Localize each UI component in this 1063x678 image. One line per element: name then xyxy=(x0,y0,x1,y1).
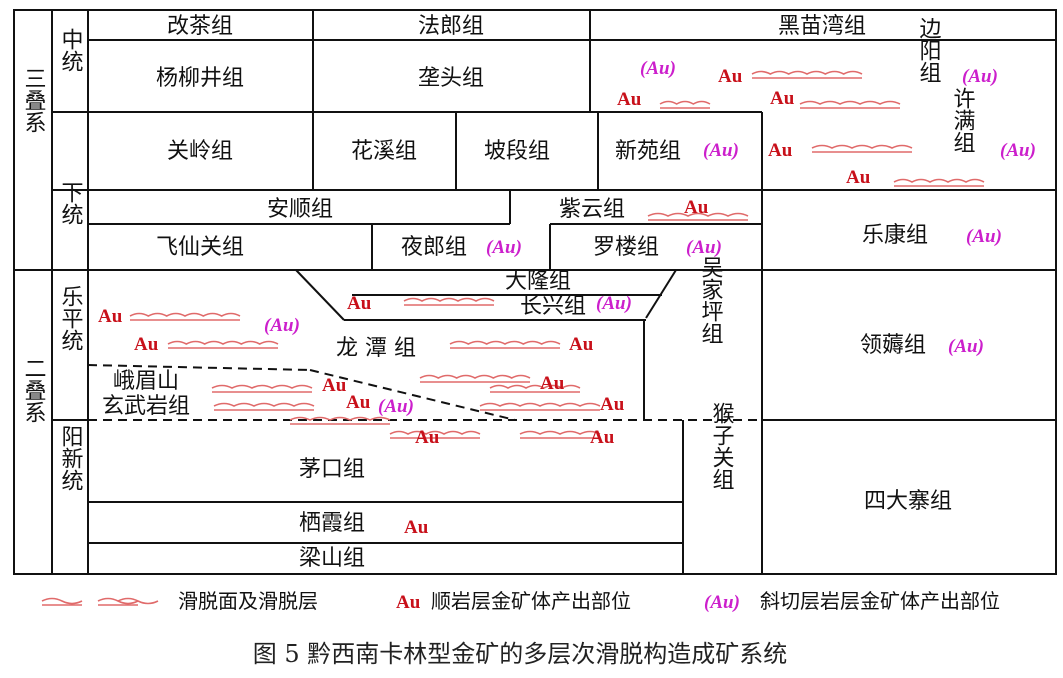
formation-lekang: 乐康组 xyxy=(862,223,928,248)
formation-feixianguan: 飞仙关组 xyxy=(156,235,244,260)
au-marker: Au xyxy=(415,427,440,448)
formation-longtan: 龙 潭 组 xyxy=(336,336,416,361)
slip-surface xyxy=(647,212,749,221)
formation-houziguan: 猴子关组 xyxy=(709,402,735,490)
slip-surface xyxy=(211,384,313,393)
au-marker: Au xyxy=(684,197,709,218)
au-oblique-marker: (Au) xyxy=(486,237,522,258)
slip-surface xyxy=(419,374,531,383)
slip-surface xyxy=(289,416,391,425)
legend-slip-label: 滑脱面及滑脱层 xyxy=(178,589,318,613)
series-middle: 中统 xyxy=(58,28,84,72)
slip-surface xyxy=(799,100,901,109)
system-triassic-1: 三叠系 xyxy=(21,67,46,133)
au-oblique-marker: (Au) xyxy=(703,140,739,161)
formation-lingbo: 领薅组 xyxy=(860,333,926,358)
dashed-boundary-upper xyxy=(87,364,311,371)
formation-maokou: 茅口组 xyxy=(299,457,365,482)
series-leping: 乐平统 xyxy=(58,285,84,351)
slip-surface xyxy=(129,312,241,321)
formation-emeishan-line1: 峨眉山 xyxy=(113,369,179,394)
slip-surface xyxy=(659,100,711,109)
au-oblique-marker: (Au) xyxy=(686,237,722,258)
au-oblique-marker: (Au) xyxy=(596,293,632,314)
basin-left-edge xyxy=(295,269,345,321)
slip-surface xyxy=(811,144,913,153)
au-marker: Au xyxy=(768,140,793,161)
au-marker: Au xyxy=(98,306,123,327)
formation-anshun: 安顺组 xyxy=(267,197,333,222)
au-marker: Au xyxy=(770,88,795,109)
outer-border xyxy=(13,9,1057,575)
au-marker: Au xyxy=(600,394,625,415)
formation-changxing: 长兴组 xyxy=(520,294,586,319)
formation-yangliujing: 杨柳井组 xyxy=(156,66,244,91)
slip-surface xyxy=(751,70,863,79)
slip-surface xyxy=(479,402,601,411)
legend-au-oblique-label: 斜切层岩层金矿体产出部位 xyxy=(760,589,1000,613)
au-oblique-marker: (Au) xyxy=(948,336,984,357)
dashed-boundary-diagonal xyxy=(309,369,516,421)
au-marker: Au xyxy=(846,167,871,188)
legend-au-label: 顺岩层金矿体产出部位 xyxy=(431,589,631,613)
au-markers: (Au) Au Au Au (Au) (Au) Au (Au) Au Au (A… xyxy=(98,58,1036,538)
slip-surface xyxy=(213,402,315,411)
formation-huaxi: 花溪组 xyxy=(351,139,417,164)
figure-caption: 图 5 黔西南卡林型金矿的多层次滑脱构造成矿系统 xyxy=(253,640,788,668)
formation-poduan: 坡段组 xyxy=(484,139,550,164)
table-grid xyxy=(13,9,1057,575)
formation-xinyuan: 新苑组 xyxy=(615,139,681,164)
au-oblique-marker: (Au) xyxy=(962,66,998,87)
formation-wayaotou: 垄头组 xyxy=(418,66,484,91)
formation-emeishan-line2: 玄武岩组 xyxy=(102,394,190,419)
formation-yelang: 夜郎组 xyxy=(401,235,467,260)
au-marker: Au xyxy=(569,334,594,355)
formation-dalong: 大隆组 xyxy=(505,269,571,294)
formation-xuman: 许满组 xyxy=(950,87,976,153)
series-lower: 下统 xyxy=(58,181,84,225)
formation-guanling: 关岭组 xyxy=(167,139,233,164)
formation-qixia: 栖霞组 xyxy=(299,511,365,536)
region-falang: 法郎组 xyxy=(418,14,484,39)
formation-wujiaping: 吴家坪组 xyxy=(698,256,724,344)
slip-surface xyxy=(893,178,985,187)
au-oblique-marker: (Au) xyxy=(640,58,676,79)
au-marker: Au xyxy=(617,89,642,110)
au-marker: Au xyxy=(404,517,429,538)
region-gaicha: 改茶组 xyxy=(167,14,233,39)
slip-surfaces xyxy=(129,70,985,439)
legend-slip-icon xyxy=(41,597,159,606)
formation-bianyang: 边阳组 xyxy=(916,17,942,83)
au-oblique-marker: (Au) xyxy=(966,226,1002,247)
slip-surface xyxy=(519,430,601,439)
au-oblique-marker: (Au) xyxy=(264,315,300,336)
au-marker: Au xyxy=(590,427,615,448)
au-marker: Au xyxy=(134,334,159,355)
region-heimiaowan: 黑苗湾组 xyxy=(778,14,866,39)
slip-surface xyxy=(489,384,581,393)
formation-liangshan: 梁山组 xyxy=(299,546,365,571)
au-marker: Au xyxy=(540,373,565,394)
legend-au-oblique-symbol: (Au) xyxy=(704,592,740,613)
formation-luolou: 罗楼组 xyxy=(593,235,659,260)
system-permian: 二叠系 xyxy=(21,357,46,423)
slip-surface xyxy=(389,430,481,439)
au-oblique-marker: (Au) xyxy=(1000,140,1036,161)
slip-surface xyxy=(167,340,279,349)
au-marker: Au xyxy=(322,375,347,396)
formation-ziyun: 紫云组 xyxy=(559,197,625,222)
slip-surface xyxy=(449,340,561,349)
legend-au-symbol: Au xyxy=(396,592,421,613)
legend: 滑脱面及滑脱层 Au 顺岩层金矿体产出部位 (Au) 斜切层岩层金矿体产出部位 xyxy=(41,589,1000,613)
series-yangxin: 阳新统 xyxy=(58,425,84,491)
au-marker: Au xyxy=(718,66,743,87)
formation-sidazhai: 四大寨组 xyxy=(864,489,952,514)
au-oblique-marker: (Au) xyxy=(378,396,414,417)
au-marker: Au xyxy=(346,392,371,413)
slip-surface xyxy=(403,297,495,306)
au-marker: Au xyxy=(347,293,372,314)
